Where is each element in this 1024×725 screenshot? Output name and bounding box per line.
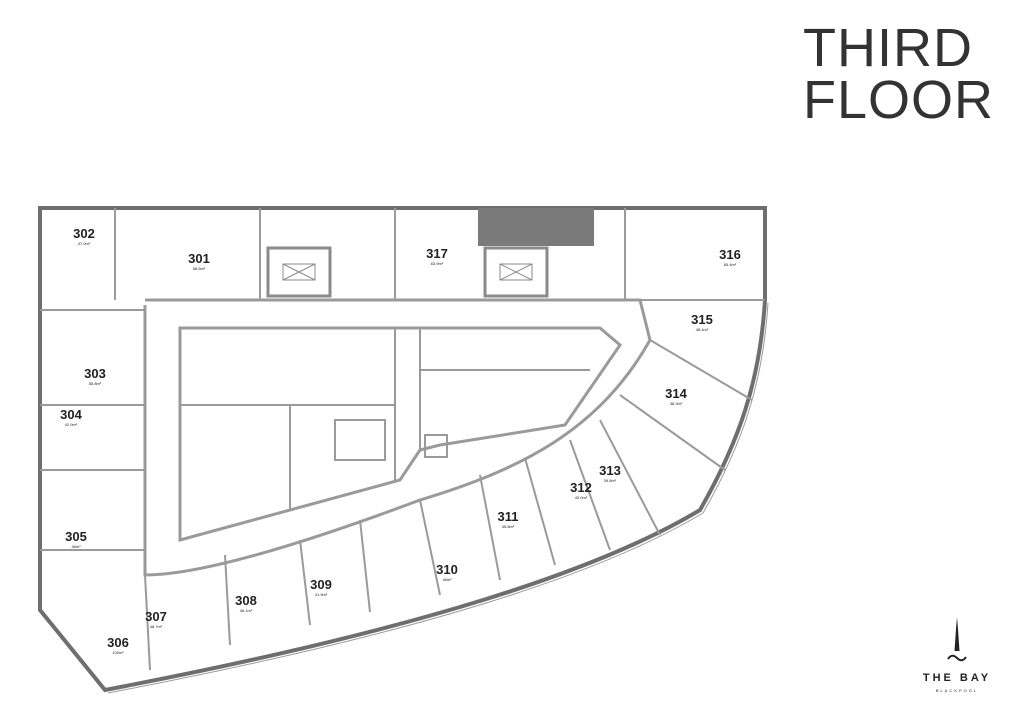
floor-title-line2: FLOOR — [802, 70, 994, 130]
svg-text:40.0m²: 40.0m² — [575, 495, 588, 500]
svg-text:45.8m²: 45.8m² — [502, 524, 515, 529]
svg-text:65.4m²: 65.4m² — [724, 262, 737, 267]
svg-text:48.7m²: 48.7m² — [150, 624, 163, 629]
svg-text:63.9m²: 63.9m² — [431, 261, 444, 266]
floor-title-line1: THIRD — [802, 18, 973, 78]
facade-glazing — [107, 302, 769, 694]
svg-text:304: 304 — [60, 407, 82, 422]
svg-text:303: 303 — [84, 366, 106, 381]
svg-text:308: 308 — [235, 593, 257, 608]
svg-text:55.8m²: 55.8m² — [89, 381, 102, 386]
svg-text:42.9m²: 42.9m² — [65, 422, 78, 427]
svg-text:48m²: 48m² — [442, 577, 452, 582]
tower-icon — [947, 617, 967, 662]
svg-text:302: 302 — [73, 226, 95, 241]
inner-block — [178, 326, 623, 542]
svg-text:301: 301 — [188, 251, 210, 266]
unit-dividers — [40, 208, 765, 671]
svg-text:317: 317 — [426, 246, 448, 261]
svg-text:315: 315 — [691, 312, 713, 327]
svg-text:46m²: 46m² — [71, 544, 81, 549]
floor-title: THIRD FLOOR — [802, 18, 994, 130]
svg-text:312: 312 — [570, 480, 592, 495]
svg-text:305: 305 — [65, 529, 87, 544]
corridor-boundary — [143, 298, 652, 577]
svg-text:311: 311 — [498, 509, 519, 524]
svg-text:314: 314 — [665, 386, 687, 401]
svg-text:306: 306 — [107, 635, 129, 650]
svg-text:47.0m²: 47.0m² — [78, 241, 91, 246]
svg-text:316: 316 — [719, 247, 741, 262]
svg-text:48.4m²: 48.4m² — [696, 327, 709, 332]
svg-text:41.9m²: 41.9m² — [315, 592, 328, 597]
the-bay-logo: THE BAY BLACKPOOL — [912, 615, 1002, 693]
svg-text:100m²: 100m² — [112, 650, 124, 655]
logo-sub: BLACKPOOL — [935, 688, 979, 693]
svg-text:58.6m²: 58.6m² — [193, 266, 206, 271]
svg-text:309: 309 — [310, 577, 332, 592]
logo-name: THE BAY — [922, 672, 992, 684]
stair-core-left — [266, 246, 332, 298]
inner-partitions — [180, 328, 590, 510]
service-core — [478, 208, 594, 246]
svg-text:310: 310 — [436, 562, 458, 577]
svg-text:307: 307 — [145, 609, 167, 624]
svg-text:39.8m²: 39.8m² — [604, 478, 617, 483]
svg-text:313: 313 — [599, 463, 621, 478]
svg-text:38.3m²: 38.3m² — [670, 401, 683, 406]
stair-core-right — [483, 246, 549, 298]
svg-text:46.1m²: 46.1m² — [240, 608, 253, 613]
